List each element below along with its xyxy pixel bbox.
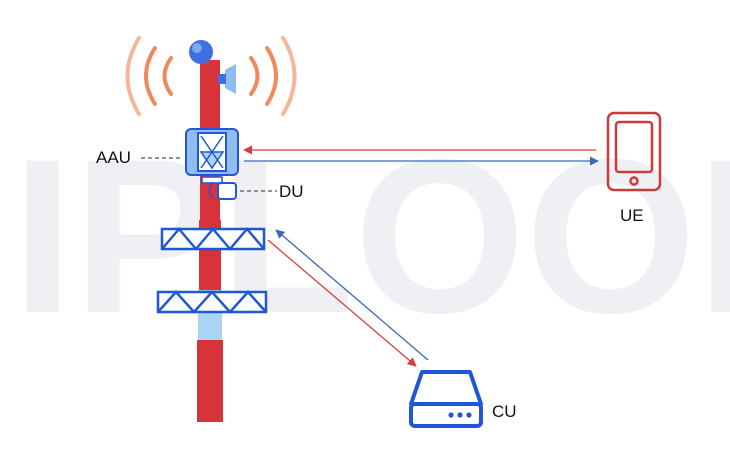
aau-label: AAU <box>96 148 131 167</box>
watermark-text: IPLOOK <box>12 113 730 359</box>
cu-to-tower-link <box>275 229 429 361</box>
aau-unit-icon <box>185 128 239 184</box>
server-box-icon <box>409 370 483 428</box>
tower-to-cu-link <box>267 239 417 367</box>
du-unit-icon <box>208 181 237 200</box>
smartphone-icon <box>606 111 662 192</box>
signal-waves-icon <box>125 36 297 116</box>
ue-label: UE <box>620 206 644 225</box>
du-label: DU <box>279 182 304 201</box>
cu-label: CU <box>492 402 517 421</box>
cell-tower-icon <box>156 40 268 422</box>
